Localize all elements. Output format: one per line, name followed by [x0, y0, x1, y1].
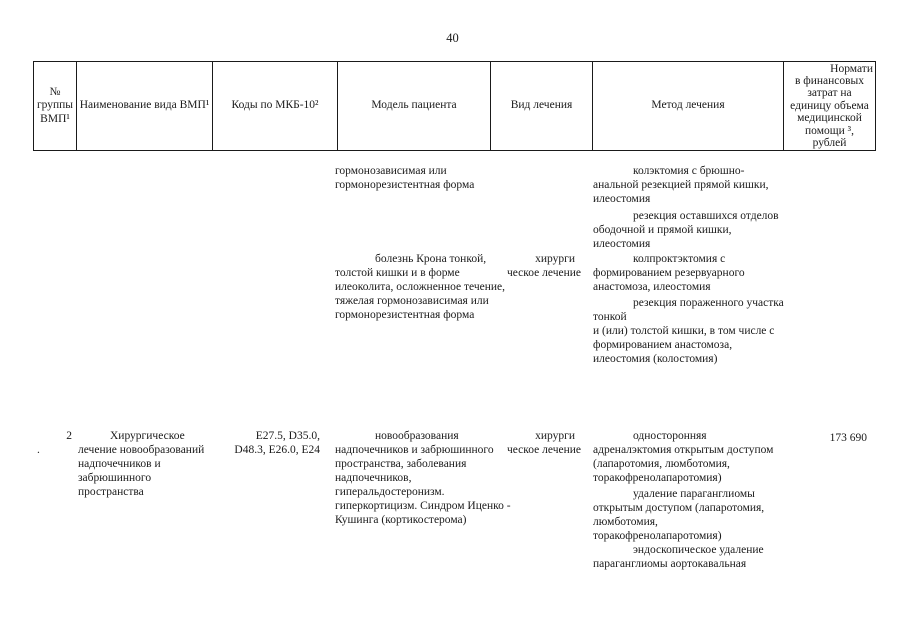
header-cell-patient-model: Модель пациента [338, 62, 491, 150]
page-number: 40 [446, 31, 459, 45]
header-model-label: Модель пациента [371, 99, 457, 112]
header-icd-label: Коды по МКБ-10² [231, 99, 319, 112]
row2-norm-cost-value: 173 690 [829, 432, 867, 444]
row1-method-paragraph-1: колэктомия с брюшно-анальной резекцией п… [593, 165, 769, 205]
header-method-label: Метод лечения [651, 99, 725, 112]
row2-group-number: 2. [37, 430, 72, 456]
header-name-label: Наименование вида ВМП¹ [79, 99, 210, 112]
header-cell-treatment-type: Вид лечения [491, 62, 593, 150]
row1-patient-model-paragraph-2: болезнь Крона тонкой,толстой кишки и в ф… [335, 253, 506, 321]
header-cell-treatment-method: Метод лечения [593, 62, 784, 150]
header-cell-name: Наименование вида ВМП¹ [77, 62, 213, 150]
header-treatment-type-label: Вид лечения [510, 99, 573, 112]
row2-icd-codes: E27.5, D35.0,D48.3, E26.0, E24 [234, 430, 320, 456]
header-cell-icd-codes: Коды по МКБ-10² [213, 62, 338, 150]
